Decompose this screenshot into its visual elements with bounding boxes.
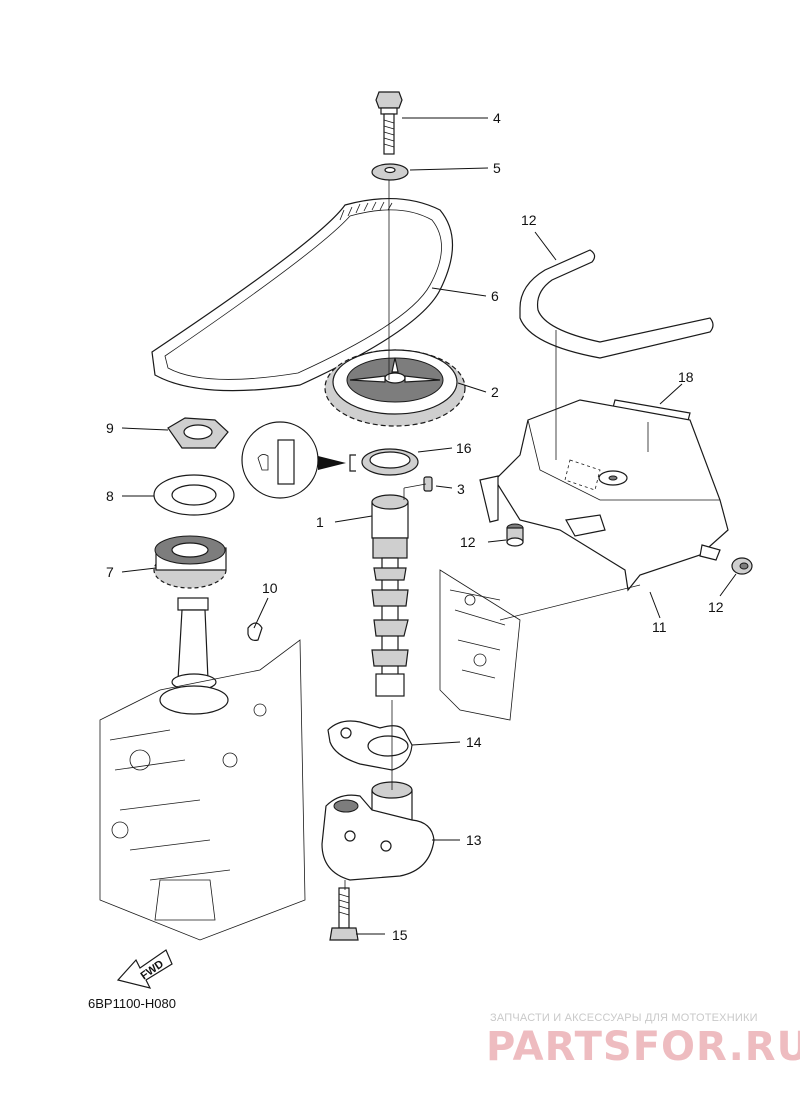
label-part-8: 8 xyxy=(106,488,114,504)
camshaft-part-1 xyxy=(371,494,409,697)
part-number-labels: 4 5 6 2 16 3 1 9 8 7 10 12 18 12 12 11 1… xyxy=(106,110,724,943)
engine-block-left xyxy=(99,597,306,941)
label-part-4: 4 xyxy=(493,110,501,126)
label-part-5: 5 xyxy=(493,160,501,176)
label-part-14: 13 xyxy=(466,832,482,848)
grommet-part-12-left xyxy=(506,523,524,547)
gasket-part-15 xyxy=(327,720,413,771)
timing-belt-part-6 xyxy=(151,198,454,392)
label-part-12-right: 12 xyxy=(708,599,724,615)
leader-lines xyxy=(121,117,737,935)
label-part-9: 9 xyxy=(106,420,114,436)
label-part-10: 10 xyxy=(262,580,278,596)
label-part-6: 6 xyxy=(491,288,499,304)
key-part-10 xyxy=(247,622,263,641)
crank-pulley-part-7 xyxy=(153,535,227,589)
seal-detail-inset xyxy=(241,421,356,499)
label-part-7: 7 xyxy=(106,564,114,580)
diagram-code: 6BP1100-H080 xyxy=(88,996,176,1011)
label-part-1: 1 xyxy=(316,514,324,530)
label-part-2: 2 xyxy=(491,384,499,400)
bolt-part-16 xyxy=(329,887,359,941)
watermark-tagline: ЗАПЧАСТИ И АКСЕССУАРЫ ДЛЯ МОТОТЕХНИКИ xyxy=(490,1012,758,1024)
cam-pulley-part-2 xyxy=(324,349,466,427)
hose-part-13 xyxy=(519,249,714,359)
oil-pump-part-14 xyxy=(321,781,435,881)
label-part-15: 14 xyxy=(466,734,482,750)
label-part-3: 3 xyxy=(457,481,465,497)
oil-seal-part-17 xyxy=(361,448,419,476)
engine-block-right xyxy=(439,569,641,721)
label-part-13: 12 xyxy=(521,212,537,228)
plate-part-8 xyxy=(153,474,235,516)
grommet-part-12-right xyxy=(731,557,753,575)
label-part-17: 16 xyxy=(456,440,472,456)
fwd-arrow-icon: FWD xyxy=(116,949,173,989)
label-part-18: 18 xyxy=(678,369,694,385)
label-part-12-left: 12 xyxy=(460,534,476,550)
watermark-logo: PARTSFOR.RU xyxy=(486,1024,800,1070)
bolt-part-4 xyxy=(375,91,403,155)
alignment-lines xyxy=(344,180,649,890)
belt-cover-part-11 xyxy=(479,399,729,592)
nut-part-9 xyxy=(167,417,229,449)
label-part-16: 15 xyxy=(392,927,408,943)
label-part-11: 11 xyxy=(652,619,667,635)
washer-part-5 xyxy=(371,163,409,181)
